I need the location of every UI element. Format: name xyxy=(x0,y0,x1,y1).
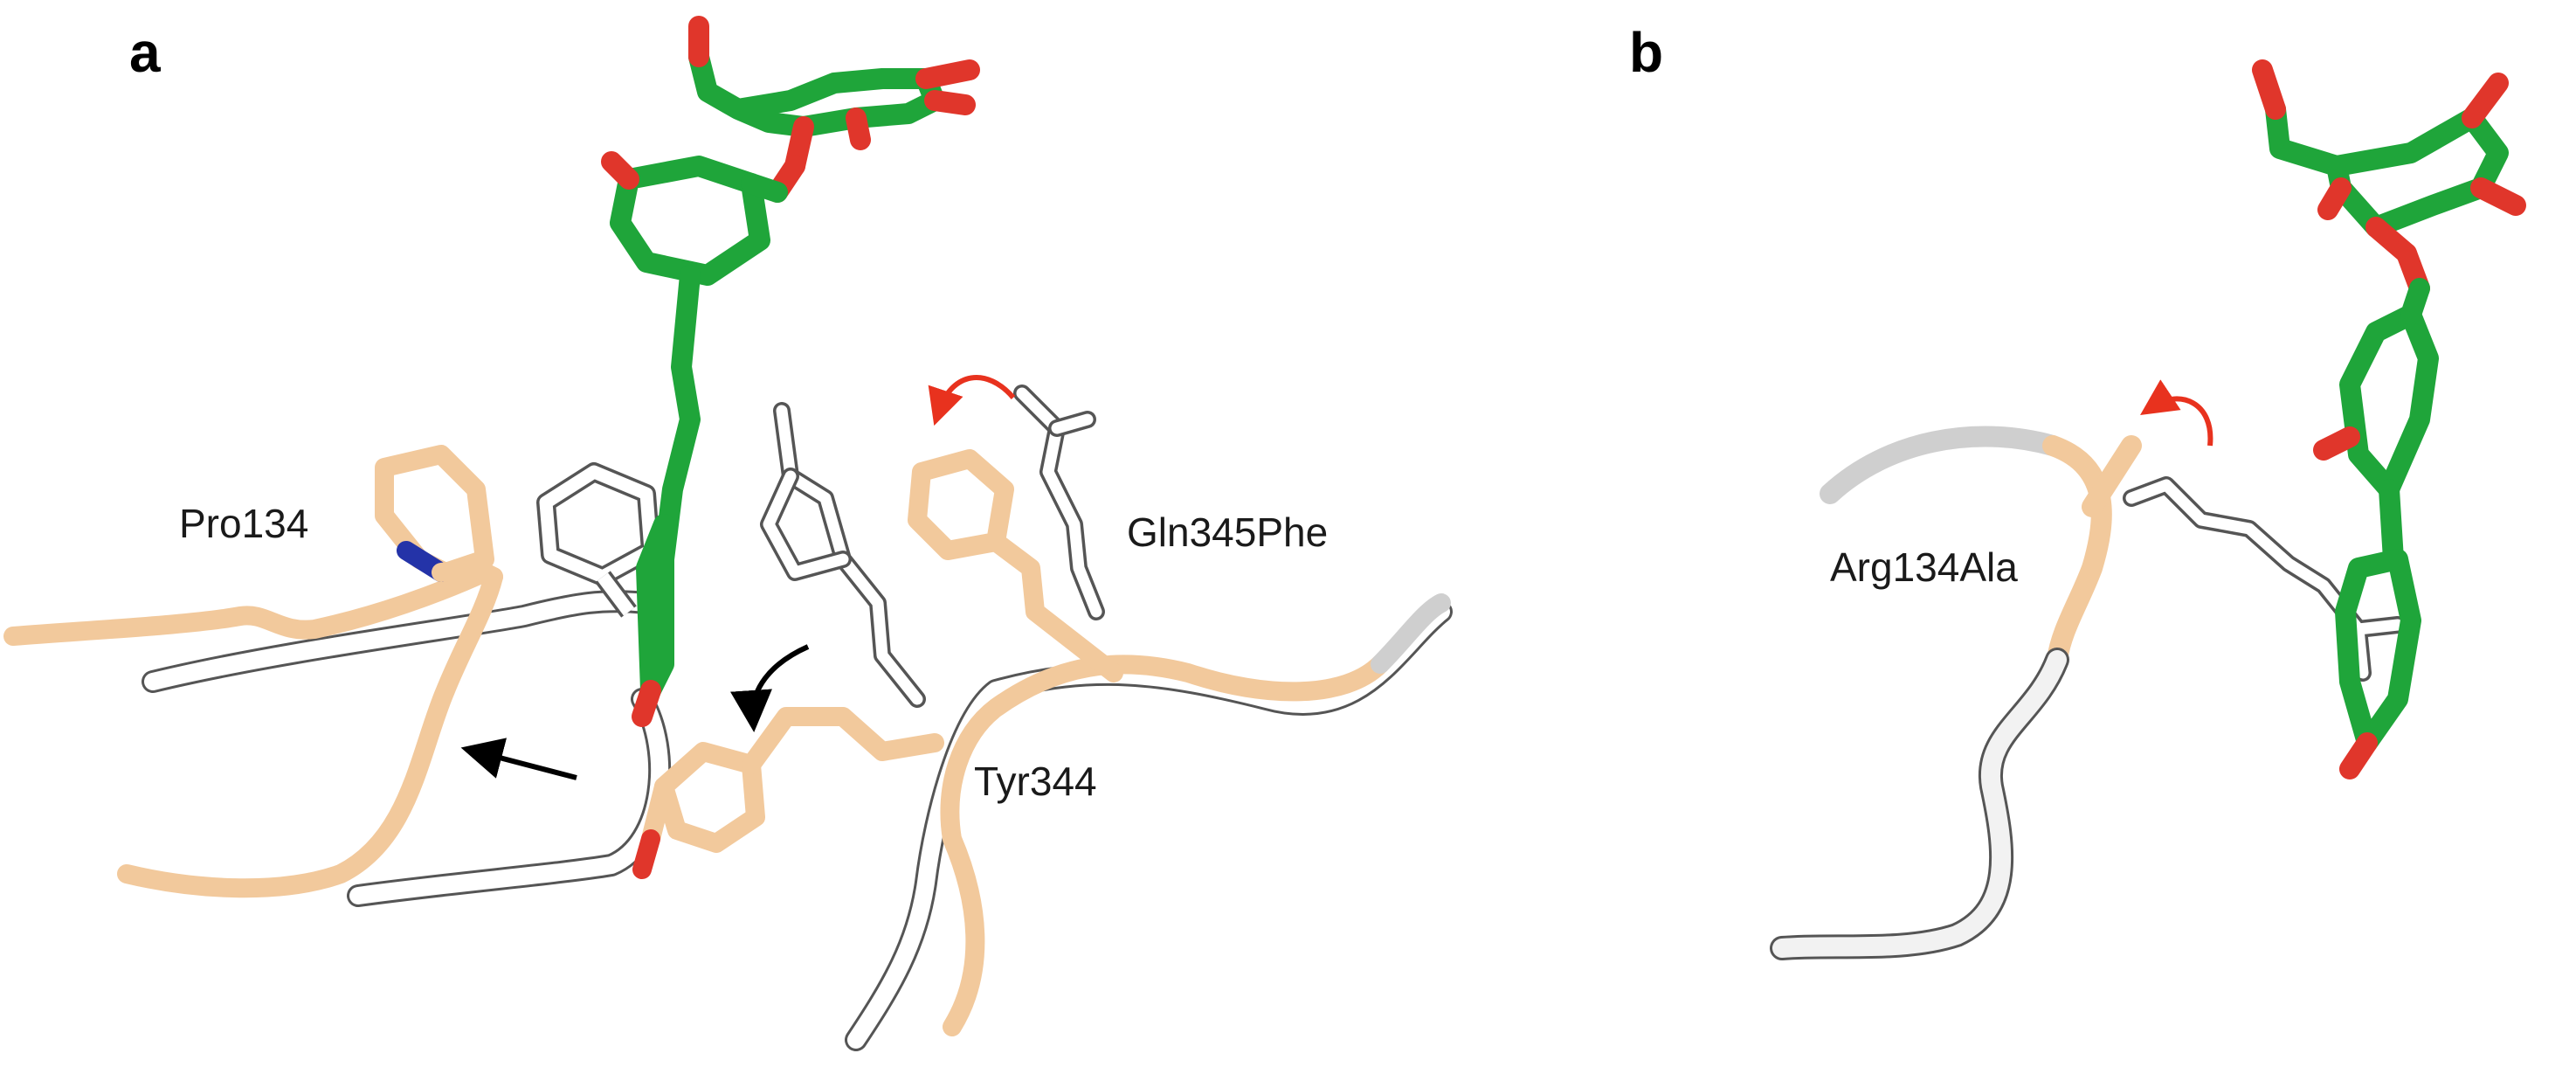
panel-b-letter: b xyxy=(1629,21,1663,84)
ligand-panel-b xyxy=(2252,59,2526,779)
label-gln345phe: Gln345Phe xyxy=(1127,509,1328,555)
mutant-proline-ring xyxy=(375,445,503,586)
rotation-arrow-alanine xyxy=(2140,379,2213,447)
panel-b: b xyxy=(1629,21,2526,960)
backbone-panel-b xyxy=(1770,426,2112,960)
panel-a: a xyxy=(3,16,1453,1051)
wildtype-backbone-left xyxy=(142,590,672,907)
rotation-arrow-phenylalanine xyxy=(928,375,1016,426)
wildtype-tyrosine xyxy=(760,402,926,708)
mutant-backbone-left xyxy=(3,563,503,898)
mutant-tyrosine xyxy=(632,707,944,879)
panel-a-letter: a xyxy=(129,21,161,84)
label-arg134ala: Arg134Ala xyxy=(1830,544,2018,590)
mutant-backbone-right xyxy=(940,655,1390,1036)
mutant-phenylalanine xyxy=(908,449,1123,682)
ligand-panel-a xyxy=(601,16,980,727)
label-pro134: Pro134 xyxy=(179,501,308,546)
label-tyr344: Tyr344 xyxy=(974,759,1097,804)
rotation-arrow-tyrosine xyxy=(730,644,810,732)
wildtype-glutamine xyxy=(1013,385,1105,620)
shift-arrow-left xyxy=(460,738,577,780)
mutant-alanine xyxy=(2082,435,2142,517)
grey-tube-end-a xyxy=(1371,593,1451,674)
